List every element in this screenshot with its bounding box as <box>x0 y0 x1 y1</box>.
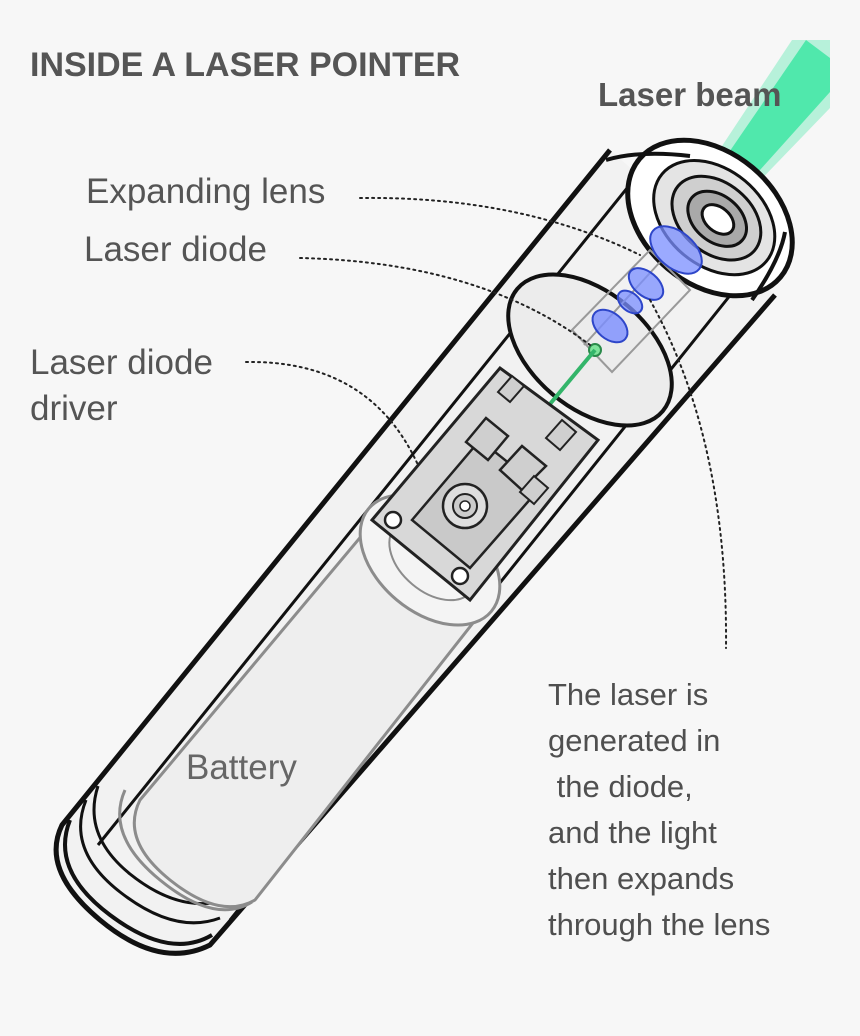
explanation-text: The laser is generated in the diode, and… <box>548 677 771 942</box>
battery-label: Battery <box>186 748 297 787</box>
leader-laser-diode <box>299 257 591 346</box>
leader-expanding-lens <box>359 196 641 256</box>
lens-assembly <box>548 225 703 406</box>
laser-diode-driver-label: Laser diode driver <box>30 343 213 428</box>
leader-laser-diode-driver <box>245 360 419 466</box>
leader-lines <box>245 196 728 649</box>
laser-beam-label: Laser beam <box>598 76 782 113</box>
leader-explanation <box>649 299 728 649</box>
laser-diode-label: Laser diode <box>84 230 267 269</box>
expanding-lens-label: Expanding lens <box>86 172 326 211</box>
page-title: INSIDE A LASER POINTER <box>30 46 461 84</box>
driver-board <box>369 365 601 603</box>
